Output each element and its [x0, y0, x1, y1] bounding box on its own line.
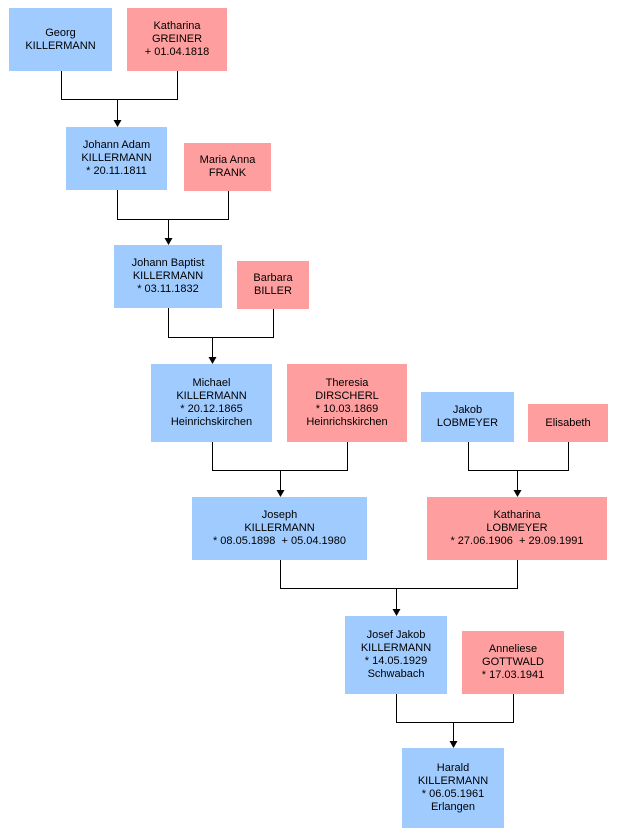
person-text-line: KILLERMANN: [81, 152, 152, 164]
person-text-line: * 14.05.1929: [364, 655, 428, 667]
person-text-line: FRANK: [208, 167, 247, 179]
descent-arrowhead: [164, 238, 173, 245]
person-text-line: * 17.03.1941: [481, 669, 545, 681]
person-text-line: KILLERMANN: [417, 775, 489, 787]
person-text-line: Heinrichskirchen: [170, 416, 253, 428]
couple-connector: [468, 442, 569, 471]
person-text-line: Schwabach: [367, 668, 425, 680]
couple-connector: [280, 560, 518, 589]
descent-arrowhead: [208, 357, 217, 364]
person-text-line: KILLERMANN: [176, 390, 247, 402]
person-text-line: Elisabeth: [545, 416, 591, 429]
person-text-line: + 01.04.1818: [144, 46, 210, 58]
couple-connector: [396, 694, 514, 723]
person-text-line: Barbara: [253, 272, 293, 284]
person-text-line: Katharina: [153, 20, 201, 32]
person-text-line: KILLERMANN: [132, 270, 204, 282]
descent-arrowhead: [392, 609, 401, 616]
person-text-line: Jakob: [452, 404, 483, 416]
person-text-line: Johann Adam: [82, 139, 151, 151]
couple-connector: [212, 442, 348, 471]
person-text-line: * 06.05.1961: [421, 788, 485, 800]
person-text-line: GOTTWALD: [482, 656, 544, 668]
descent-arrowhead: [513, 490, 522, 497]
person-text-line: KILLERMANN: [25, 39, 96, 52]
couple-connector: [61, 71, 178, 100]
person-text-line: Joseph: [261, 509, 298, 521]
person-text-line: Johann Baptist: [131, 257, 205, 269]
couple-connector: [117, 190, 229, 220]
person-text-line: LOBMEYER: [436, 417, 499, 429]
person-text-line: LOBMEYER: [486, 522, 548, 534]
person-text-line: Maria Anna: [199, 154, 256, 166]
person-text-line: * 08.05.1898 + 05.04.1980: [212, 535, 347, 547]
person-text-line: GREINER: [151, 33, 203, 45]
person-text-line: Erlangen: [430, 801, 476, 813]
person-text-line: Michael: [192, 377, 231, 389]
descent-arrowhead: [113, 120, 122, 127]
person-text-line: KILLERMANN: [360, 642, 432, 654]
person-text-line: KILLERMANN: [244, 522, 315, 534]
person-text-line: * 27.06.1906 + 29.09.1991: [450, 535, 584, 547]
person-text-line: Georg: [45, 26, 76, 39]
person-text-line: Katharina: [493, 509, 541, 521]
person-text-line: * 03.11.1832: [137, 283, 199, 295]
person-text-line: Anneliese: [488, 643, 538, 655]
person-text-line: * 20.11.1811: [86, 165, 147, 177]
person-text-line: Heinrichskirchen: [306, 416, 388, 428]
descent-arrowhead: [449, 741, 458, 748]
person-text-line: BILLER: [254, 285, 292, 297]
person-text-line: Theresia: [325, 377, 369, 389]
person-box-elisabeth[interactable]: Elisabeth: [528, 404, 608, 442]
person-text-line: * 10.03.1869: [315, 403, 379, 415]
couple-connector: [168, 308, 274, 338]
person-text-line: * 20.12.1865: [180, 403, 243, 415]
person-text-line: Josef Jakob: [366, 629, 426, 641]
person-text-line: Harald: [436, 762, 470, 774]
descent-arrowhead: [276, 490, 285, 497]
person-text-line: DIRSCHERL: [315, 390, 379, 402]
